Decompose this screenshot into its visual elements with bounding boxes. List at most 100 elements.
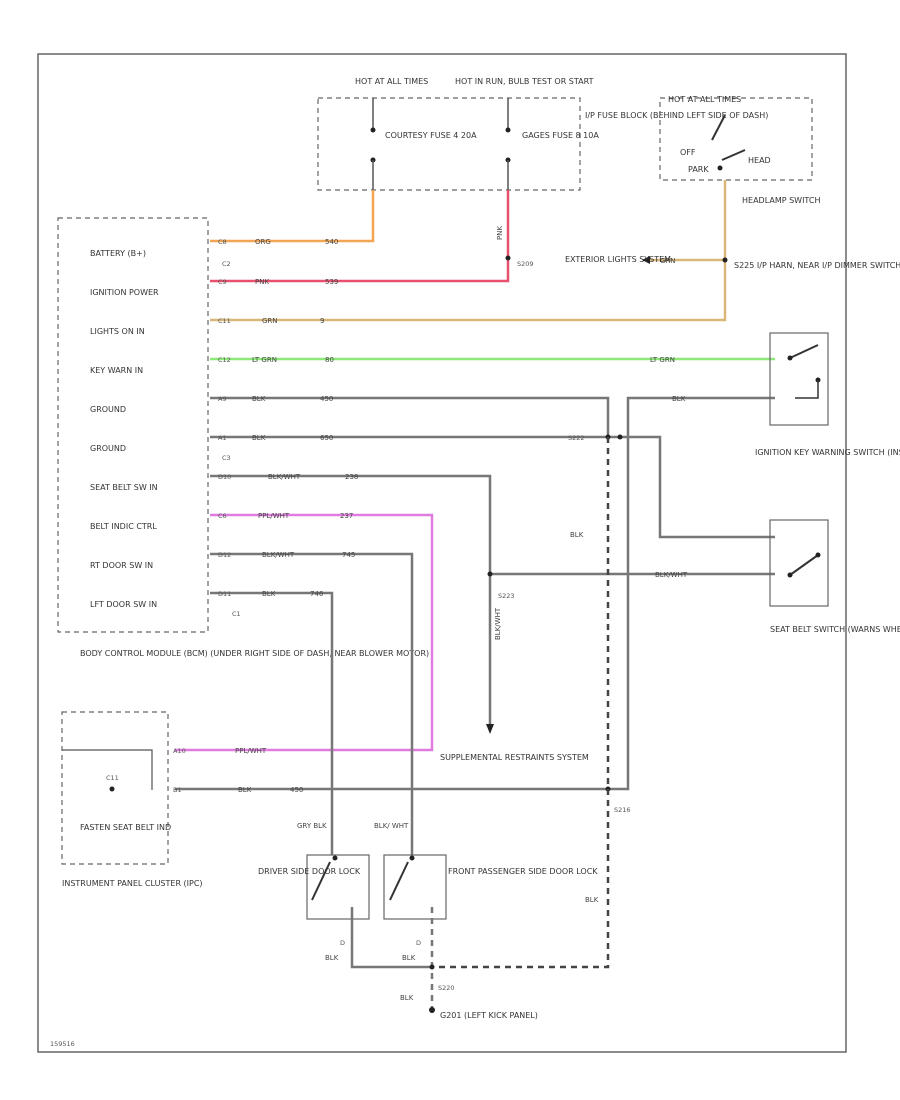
passenger-wire-label: BLK/ WHT <box>374 822 409 830</box>
wire-pin: C12 <box>218 356 231 364</box>
fuse-block <box>317 97 581 191</box>
ipc-box <box>61 711 169 865</box>
headlamp-off-label: OFF <box>680 148 696 157</box>
driver-door-lock-icon <box>311 861 331 901</box>
passenger-door-lock-label: FRONT PASSENGER SIDE DOOR LOCK <box>448 867 598 876</box>
bcm-pin-label: BELT INDIC CTRL <box>90 522 157 531</box>
g201-label: G201 (LEFT KICK PANEL) <box>440 1011 538 1020</box>
bcm-pin-label: KEY WARN IN <box>90 366 143 375</box>
wire-color: BLK <box>252 434 266 442</box>
bcm-box <box>57 217 209 633</box>
wire-circuit: 450 <box>320 395 333 403</box>
hot-at-all-times-hl-label: HOT AT ALL TIMES <box>668 95 741 104</box>
wire-color: BLK/WHT <box>268 473 301 481</box>
wire-pin: D10 <box>218 473 231 481</box>
seat-belt-switch-icon <box>789 554 819 576</box>
blk-label: BLK <box>402 954 416 962</box>
door-pin: D <box>340 939 345 947</box>
ground-point-icon <box>429 1007 435 1013</box>
headlamp-head-label: HEAD <box>748 156 771 165</box>
wire-color: BLK <box>262 590 276 598</box>
wire-pin: D12 <box>218 551 231 559</box>
battery-wire <box>210 190 375 243</box>
wire-circuit: 539 <box>325 278 338 286</box>
seat-belt-switch-label: SEAT BELT SWITCH (WARNS WHEN SEAT BELT B… <box>770 625 900 634</box>
bcm-pin-label: LFT DOOR SW IN <box>90 600 157 609</box>
main-ground-wire <box>432 437 610 969</box>
ignition-wire <box>210 190 510 283</box>
gages-fuse-label: GAGES FUSE 8 10A <box>522 131 599 140</box>
ign-switch-gnd-wire <box>626 396 775 437</box>
grn-top-label: GRN <box>660 257 676 265</box>
seat-belt-wire <box>210 474 492 728</box>
pnk-label: PNK <box>496 226 504 240</box>
s225-note: S225 I/P HARN, NEAR I/P DIMMER SWITCH BR… <box>734 261 900 270</box>
s223-label: S223 <box>498 592 515 600</box>
bcm-pin-label: SEAT BELT SW IN <box>90 483 158 492</box>
courtesy-fuse-icon <box>370 127 376 133</box>
headlamp-switch-box <box>659 97 813 181</box>
wire-pin: C11 <box>218 317 231 325</box>
blk-label: BLK <box>585 896 599 904</box>
ground-wire-2 <box>210 435 775 539</box>
wire-pin: C6 <box>218 512 227 520</box>
blk-label: BLK <box>325 954 339 962</box>
wire-circuit: 746 <box>310 590 324 598</box>
wire-color: GRN <box>262 317 278 325</box>
wire-circuit: 540 <box>325 238 338 246</box>
wire-circuit: 237 <box>340 512 353 520</box>
s220-label: S220 <box>438 984 455 992</box>
hot-all-times-label: HOT AT ALL TIMES <box>355 77 428 86</box>
blk-label: BLK <box>672 395 686 403</box>
wire-color: BLK <box>252 395 266 403</box>
ipc-pin: C11 <box>106 774 119 782</box>
headlamp-switch-icon <box>711 114 726 141</box>
exterior-lights-arrow-icon <box>642 256 650 264</box>
bcm-pin-label: LIGHTS ON IN <box>90 327 145 336</box>
wire-pin: C8 <box>218 238 227 246</box>
bcm-pin-label: GROUND <box>90 444 126 453</box>
bcm-pin-label: GROUND <box>90 405 126 414</box>
belt-indic-wire <box>175 513 434 752</box>
doc-id: 159516 <box>50 1040 75 1048</box>
headlamp-park-label: PARK <box>688 165 709 174</box>
bcm-conn: C2 <box>222 260 231 268</box>
s223-splice-icon <box>487 571 493 577</box>
ground-wire-1 <box>210 396 610 440</box>
hot-in-run-label: HOT IN RUN, BULB TEST OR START <box>455 77 594 86</box>
s209-label: S209 <box>517 260 534 268</box>
wire-circuit: 745 <box>342 551 355 559</box>
ipc-name: INSTRUMENT PANEL CLUSTER (IPC) <box>62 879 203 888</box>
s220-splice-icon <box>429 964 435 970</box>
ipc-ground-wire <box>175 437 630 791</box>
wire-circuit: 650 <box>320 434 333 442</box>
seat-belt-switch-box <box>769 519 829 607</box>
driver-door-lock-label: DRIVER SIDE DOOR LOCK <box>258 867 361 876</box>
wire-color: ORG <box>255 238 271 246</box>
bcm-conn-c1: C1 <box>232 610 241 618</box>
fuse-block-note: I/P FUSE BLOCK (BEHIND LEFT SIDE OF DASH… <box>585 111 768 120</box>
ipc-wire-color: PPL/WHT <box>235 747 267 755</box>
wire-color: BLK/WHT <box>262 551 295 559</box>
passenger-door-lock-icon <box>389 861 409 901</box>
lft-door-wire <box>210 591 334 855</box>
diagram-border <box>37 53 847 1053</box>
bcm-pin-label: IGNITION POWER <box>90 288 159 297</box>
wire-color: PPL/WHT <box>258 512 290 520</box>
wire-color: PNK <box>255 278 269 286</box>
ipc-wire-color: BLK <box>238 786 252 794</box>
sir-arrow-icon <box>486 724 494 734</box>
ipc-pin: B1 <box>173 786 182 794</box>
blk-wht-vert-label: BLK/WHT <box>494 607 502 640</box>
fasten-seat-belt-label: FASTEN SEAT BELT IND <box>80 823 171 832</box>
sir-label: SUPPLEMENTAL RESTRAINTS SYSTEM <box>440 753 589 762</box>
s209-splice-icon <box>505 255 511 261</box>
ignition-key-switch-icon <box>789 344 819 359</box>
wire-circuit: 238 <box>345 473 358 481</box>
wire-pin: C9 <box>218 278 227 286</box>
headlamp-switch-label: HEADLAMP SWITCH <box>742 196 820 205</box>
ipc-wire-circuit: 450 <box>290 786 303 794</box>
bcm-pin-label: RT DOOR SW IN <box>90 561 153 570</box>
bcm-name: BODY CONTROL MODULE (BCM) (UNDER RIGHT S… <box>80 649 429 658</box>
passenger-door-lock-box <box>383 854 447 920</box>
